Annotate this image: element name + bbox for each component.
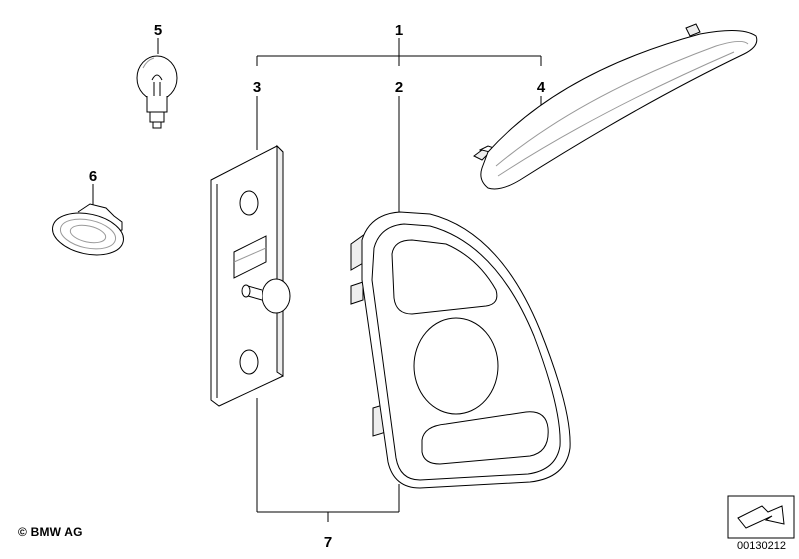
catalog-number: 00130212 <box>737 540 786 552</box>
bulb-holder-plate-icon[interactable] <box>211 146 290 406</box>
copyright-text: © BMW AG <box>18 525 83 539</box>
bulb-icon[interactable] <box>137 56 177 128</box>
callout-2[interactable]: 2 <box>395 79 403 96</box>
tail-light-housing-icon[interactable] <box>351 212 570 488</box>
leader-lines <box>92 38 542 522</box>
callout-6[interactable]: 6 <box>89 168 97 185</box>
callout-5[interactable]: 5 <box>154 22 162 39</box>
direction-arrow-icon <box>727 495 795 539</box>
callout-1[interactable]: 1 <box>395 22 403 39</box>
side-marker-light-icon[interactable] <box>49 204 128 261</box>
callout-7[interactable]: 7 <box>324 534 332 551</box>
callout-3[interactable]: 3 <box>253 79 261 96</box>
third-brake-light-icon[interactable] <box>474 24 757 189</box>
callout-4[interactable]: 4 <box>537 79 546 96</box>
